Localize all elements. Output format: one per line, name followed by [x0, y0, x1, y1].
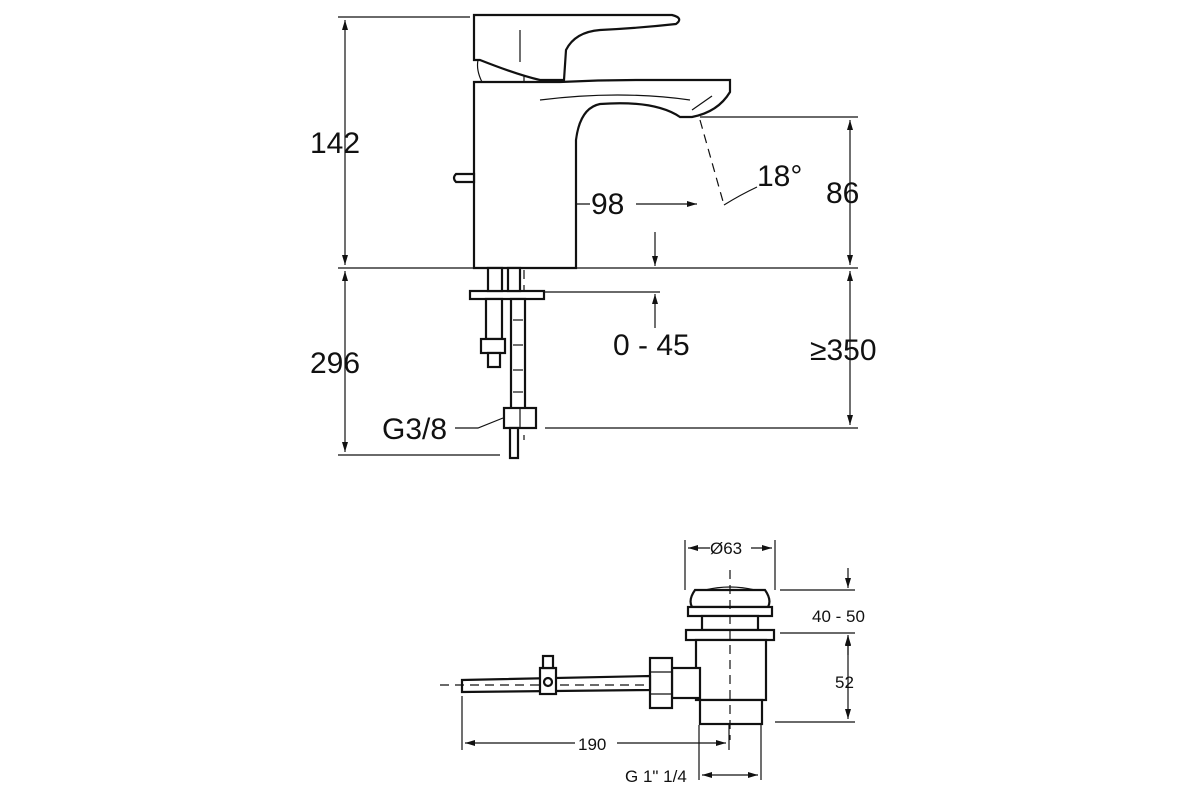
- dim-spout-height-label: 86: [826, 177, 859, 210]
- dim-angle-label: 18°: [757, 160, 802, 193]
- dim-rod-length-label: 190: [578, 735, 606, 754]
- dim-deck-range-label: 0 - 45: [613, 329, 690, 362]
- dim-thread-label: G 1" 1/4: [625, 767, 687, 786]
- dim-plug-range-label: 40 - 50: [812, 607, 865, 626]
- dim-height-body-label: 142: [310, 127, 360, 160]
- waste-drawing: [440, 540, 855, 780]
- dim-clearance-label: ≥350: [810, 334, 877, 367]
- dim-body-height-label: 52: [835, 673, 854, 692]
- dim-diameter-label: Ø63: [710, 539, 742, 558]
- faucet-drawing: [338, 13, 858, 460]
- dim-height-below-label: 296: [310, 347, 360, 380]
- dim-connection-label: G3/8: [382, 413, 447, 446]
- dim-reach-label: 98: [591, 188, 624, 221]
